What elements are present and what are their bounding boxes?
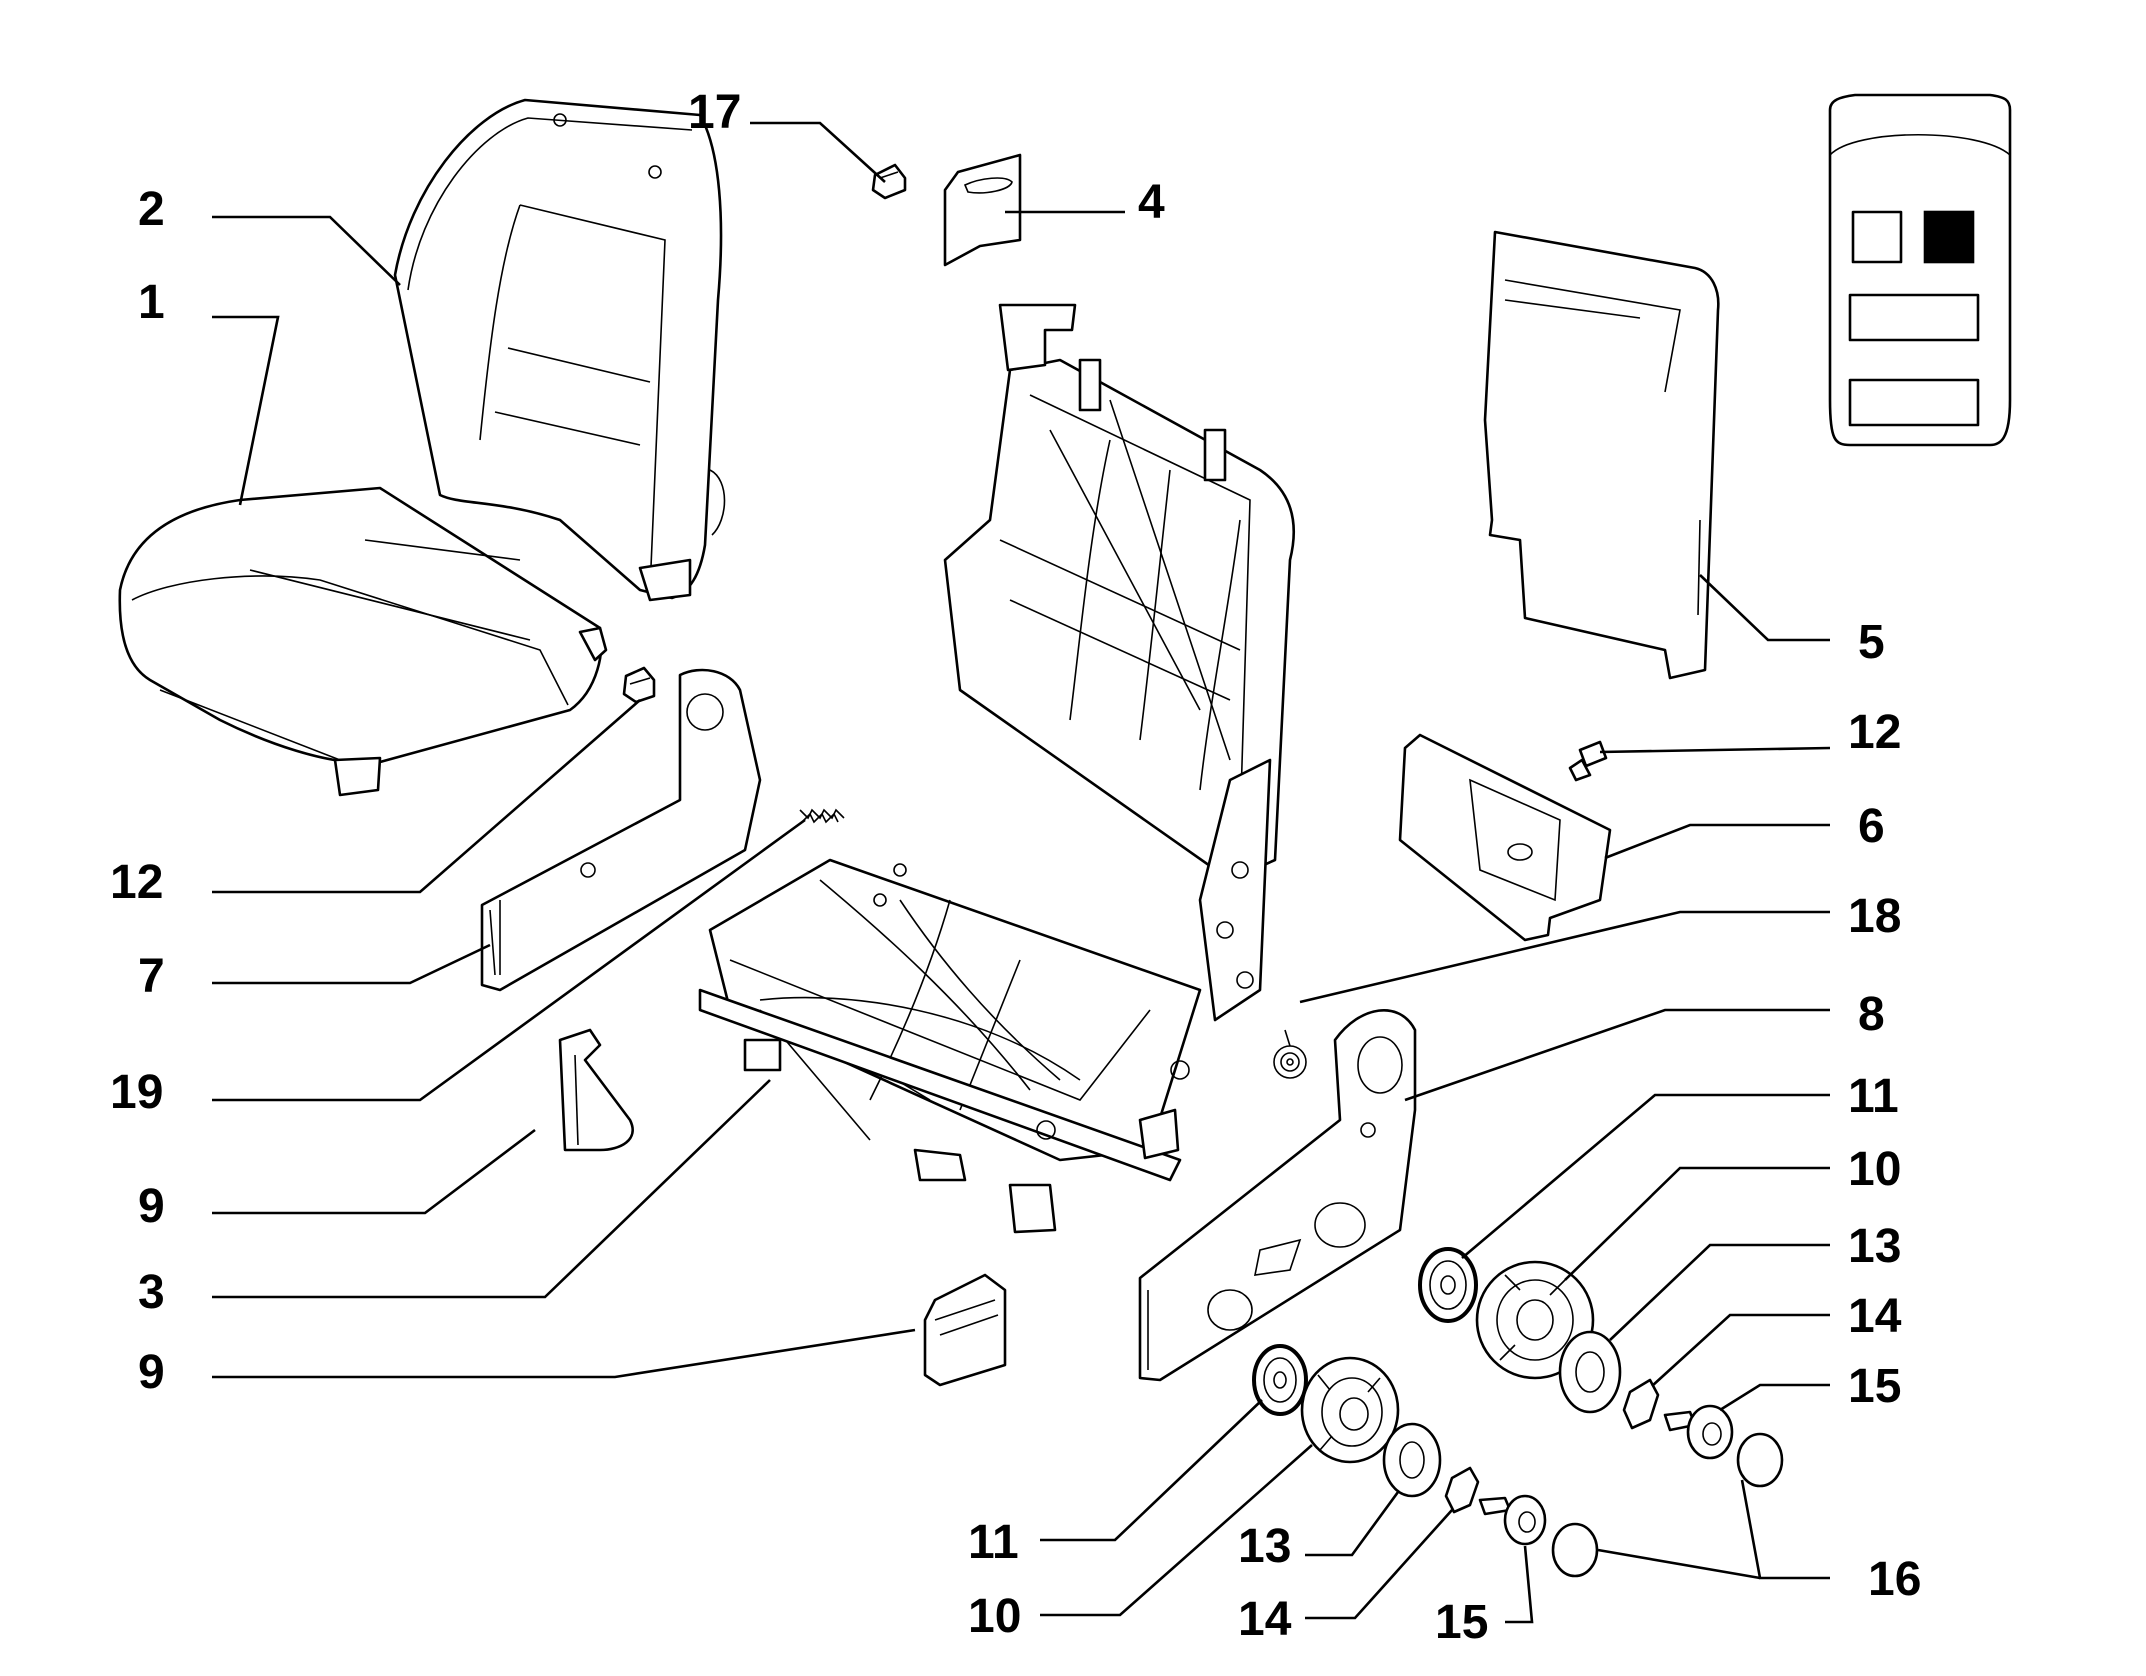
part-3-seat-frame[interactable] — [698, 303, 1296, 1234]
part-14b-clip[interactable] — [1444, 1466, 1480, 1514]
callout-16: 16 — [1868, 1553, 1921, 1606]
part-15b-pin[interactable] — [1478, 1494, 1547, 1546]
callout-7: 7 — [138, 950, 165, 1003]
seat-position-front-right — [1923, 210, 1975, 264]
part-10b-knob[interactable] — [1300, 1356, 1400, 1464]
callout-8: 8 — [1858, 988, 1885, 1041]
part-1-seat-cushion-cover[interactable] — [118, 486, 608, 797]
callout-9a: 9 — [138, 1180, 165, 1233]
part-12a-bolt[interactable] — [622, 666, 656, 704]
part-9b-trim-cap[interactable] — [923, 1273, 1007, 1387]
part-8-right-side-trim[interactable] — [1138, 1009, 1417, 1382]
callout-4: 4 — [1138, 176, 1165, 229]
callout-10a: 10 — [1848, 1143, 1901, 1196]
part-5-seat-back-panel[interactable] — [1483, 230, 1720, 680]
callout-12a: 12 — [110, 856, 163, 909]
callout-3: 3 — [138, 1266, 165, 1319]
callout-6: 6 — [1858, 800, 1885, 853]
part-13b-washer[interactable] — [1382, 1422, 1442, 1498]
callout-9b: 9 — [138, 1346, 165, 1399]
part-2-seat-back-cover[interactable] — [393, 98, 726, 602]
part-16a-cap[interactable] — [1736, 1432, 1784, 1488]
callout-11b: 11 — [968, 1516, 1019, 1569]
callout-1: 1 — [138, 276, 165, 329]
callout-14a: 14 — [1848, 1290, 1902, 1343]
part-11b-gear[interactable] — [1252, 1344, 1308, 1416]
part-18-spiral-spring[interactable] — [1273, 1029, 1307, 1079]
part-11a-gear[interactable] — [1418, 1247, 1478, 1323]
callout-14b: 14 — [1238, 1593, 1292, 1646]
part-19-spring[interactable] — [799, 808, 845, 824]
callout-11a: 11 — [1848, 1070, 1899, 1123]
callout-2: 2 — [138, 183, 165, 236]
seat-position-rear-row — [1848, 378, 1980, 427]
callout-12b: 12 — [1848, 706, 1901, 759]
callout-15a: 15 — [1848, 1360, 1901, 1413]
callout-15b: 15 — [1435, 1596, 1488, 1649]
callout-13a: 13 — [1848, 1220, 1901, 1273]
part-9a-trim-cap[interactable] — [558, 1028, 634, 1152]
part-14a-clip[interactable] — [1622, 1378, 1660, 1430]
callout-13b: 13 — [1238, 1520, 1291, 1573]
part-15a-pin[interactable] — [1663, 1404, 1734, 1460]
part-7-left-side-trim[interactable] — [480, 668, 762, 992]
part-13a-washer[interactable] — [1558, 1330, 1622, 1414]
callout-10b: 10 — [968, 1590, 1021, 1643]
part-17-screw[interactable] — [871, 163, 907, 200]
vehicle-seat-position-icon — [1828, 93, 2012, 447]
part-6-cover-trim[interactable] — [1398, 733, 1612, 942]
callout-19: 19 — [110, 1066, 163, 1119]
seat-position-front-left — [1851, 210, 1903, 264]
part-12b-bolt[interactable] — [1568, 740, 1608, 782]
part-16b-cap[interactable] — [1551, 1522, 1599, 1578]
leader-lines — [212, 121, 1831, 1624]
callout-5: 5 — [1858, 616, 1885, 669]
part-4-headrest-guide[interactable] — [943, 153, 1022, 267]
callout-labels: 17 4 2 1 5 12 6 18 8 11 10 13 14 15 16 1… — [110, 86, 1921, 1649]
callout-18: 18 — [1848, 890, 1901, 943]
seat-position-middle-row — [1848, 293, 1980, 342]
callout-17: 17 — [688, 86, 741, 139]
